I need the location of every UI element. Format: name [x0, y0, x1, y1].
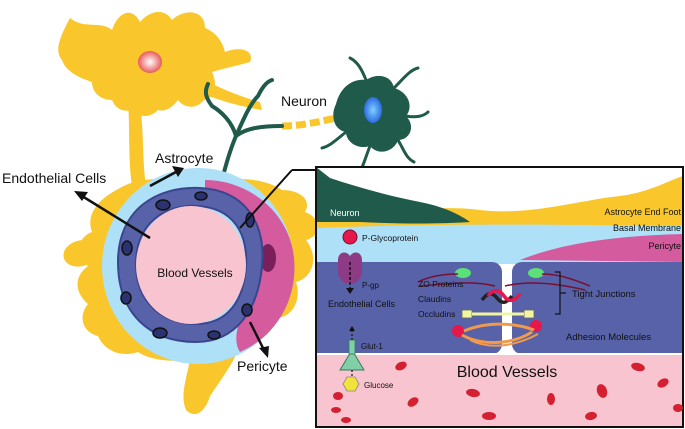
label-neuron: Neuron: [281, 93, 327, 109]
rbc: [482, 412, 496, 420]
neuron-nucleus: [364, 97, 382, 123]
endothelial-nucleus: [152, 327, 168, 339]
inset-blood-vessel: [316, 354, 683, 427]
arrowhead-endothelial: [74, 191, 88, 201]
occludin-right-icon: [523, 309, 535, 319]
rbc: [341, 417, 351, 423]
rbc: [407, 397, 419, 407]
rbc: [547, 393, 555, 405]
adhesion-band-3: [469, 333, 539, 347]
vessel-cross-section: Blood Vessels: [102, 168, 295, 364]
zo-protein-right-icon: [528, 268, 544, 278]
endothelial-nucleus: [241, 303, 253, 317]
inset-label-p-glycoprotein: P-Glycoprotein: [362, 233, 418, 243]
arrow-pericyte: [248, 321, 266, 351]
endothelial-nucleus: [155, 199, 171, 211]
inset-label-claudins: Claudins: [418, 294, 451, 304]
inset-label-glucose: Glucose: [364, 381, 394, 390]
inset-endothelial-cover-left: [316, 262, 336, 354]
adhesion-band-2: [463, 322, 535, 333]
glucose-hexagon-icon: [342, 376, 360, 392]
neuron-axon-yellow: [281, 114, 337, 130]
inset-label-tight-junctions: Tight Junctions: [572, 289, 636, 300]
inset-label-glut1: Glut-1: [361, 342, 383, 351]
inset-border: [315, 166, 684, 428]
zoom-line-top: [239, 169, 293, 229]
rbc: [596, 384, 608, 398]
glut1-stem: [348, 339, 356, 355]
inset-label-zo-proteins: ZO Proteins: [418, 279, 463, 289]
astrocyte-process-right: [198, 78, 262, 110]
arrow-astrocyte: [149, 170, 177, 188]
rbc: [395, 361, 407, 371]
glut1-arrowhead: [349, 326, 355, 331]
inset-label-basal-membrane: Basal Membrane: [613, 223, 681, 233]
pericyte-cell: [205, 180, 295, 352]
inset-label-pericyte: Pericyte: [648, 241, 681, 251]
claudin-zigzag-pink: [486, 289, 522, 302]
endothelial-nucleus: [120, 291, 132, 305]
inset-label-blood-vessels: Blood Vessels: [457, 364, 558, 381]
inset-label-occludins: Occludins: [418, 309, 455, 319]
inset-panel: [316, 167, 683, 427]
occludin-left-icon: [461, 309, 473, 319]
label-astrocyte: Astrocyte: [155, 150, 214, 166]
inset-label-p-gp: P-gp: [362, 281, 379, 290]
rbc: [466, 388, 480, 398]
pericyte-nucleus: [260, 244, 276, 272]
label-endothelial-cells: Endothelial Cells: [2, 170, 106, 186]
endothelial-nucleus: [121, 240, 133, 256]
rbc: [585, 411, 597, 421]
inset-neuron: [316, 167, 470, 224]
claudin-right: [504, 282, 586, 291]
neuron-soma-branches: [320, 56, 430, 174]
zo-link-left: [417, 273, 459, 283]
label-pericyte: Pericyte: [237, 358, 288, 374]
rbc: [331, 407, 341, 413]
p-glycoprotein-icon: [342, 229, 358, 245]
inset-label-astrocyte-end-foot: Astrocyte End Foot: [604, 207, 681, 217]
rbc: [673, 404, 683, 412]
adhesion-left-icon: [452, 325, 464, 337]
red-blood-cells: [331, 361, 683, 423]
claudin-left: [419, 282, 496, 287]
zo-link-right: [541, 273, 591, 287]
zo-protein-left-icon: [455, 268, 471, 278]
astrocyte-process: [128, 100, 146, 186]
inset-label-neuron: Neuron: [330, 208, 360, 218]
arrow-endothelial: [81, 194, 151, 240]
astrocyte-end-feet-left: [63, 239, 94, 267]
adhesion-band-1: [461, 330, 533, 344]
p-gp-arrowhead: [346, 288, 354, 294]
label-blood-vessels-left: Blood Vessels: [157, 266, 232, 280]
inset-endothelial-cover-right: [670, 262, 683, 354]
endothelial-nucleus: [194, 191, 208, 201]
endothelial-nucleus: [207, 330, 221, 340]
inset-label-endothelial-cells: Endothelial Cells: [328, 299, 396, 309]
inset-label-adhesion-molecules: Adhesion Molecules: [566, 332, 651, 343]
vessel-lumen: [136, 206, 246, 324]
arrowhead-pericyte: [259, 346, 269, 358]
neuron-dendrites: [198, 78, 284, 187]
rbc: [333, 392, 343, 400]
arrowhead-astrocyte: [172, 166, 184, 177]
astrocyte-nucleus: [138, 51, 162, 73]
rbc: [657, 378, 669, 388]
inset-pericyte: [520, 234, 683, 262]
rbc: [631, 362, 645, 372]
